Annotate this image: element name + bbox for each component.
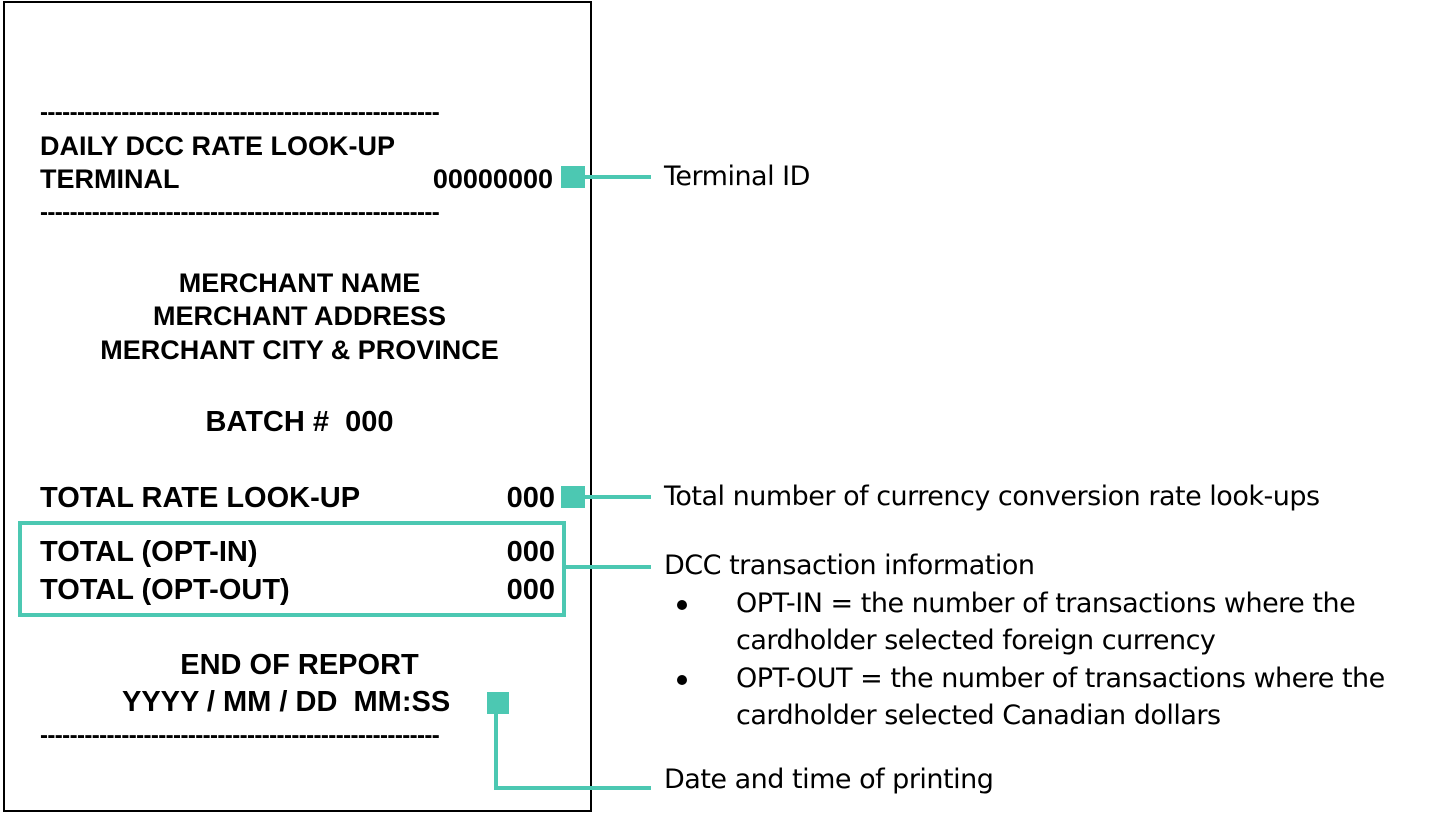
- separator-mid: ----------------------------------------…: [40, 203, 440, 223]
- annotation-optout-line1: OPT-OUT = the number of transactions whe…: [736, 663, 1385, 694]
- datetime-marker: [487, 692, 509, 714]
- merchant-address: MERCHANT ADDRESS: [152, 301, 446, 331]
- annotation-date-time: Date and time of printing: [664, 764, 994, 795]
- separator-top: ----------------------------------------…: [40, 103, 440, 123]
- separator-bottom: ----------------------------------------…: [40, 726, 440, 746]
- annotation-optout-line2: cardholder selected Canadian dollars: [736, 700, 1221, 731]
- merchant-city: MERCHANT CITY & PROVINCE: [100, 335, 499, 365]
- terminal-marker: [561, 166, 585, 188]
- annotation-terminal-id: Terminal ID: [664, 161, 810, 192]
- dcc-connector: [566, 565, 651, 569]
- annotation-optin-line2: cardholder selected foreign currency: [736, 625, 1216, 656]
- receipt: ----------------------------------------…: [3, 1, 592, 812]
- merchant-name: MERCHANT NAME: [178, 268, 421, 298]
- print-datetime: YYYY / MM / DD MM:SS: [122, 686, 451, 718]
- optin-label: TOTAL (OPT-IN): [40, 536, 258, 568]
- total-lookups-marker: [561, 486, 585, 508]
- annotation-total-lookups: Total number of currency conversion rate…: [664, 481, 1320, 512]
- optout-value: 000: [506, 574, 555, 606]
- dcc-highlight-box: [18, 521, 566, 617]
- batch-number: BATCH # 000: [205, 406, 394, 438]
- bullet-optin: [677, 600, 687, 610]
- report-title: DAILY DCC RATE LOOK-UP: [40, 131, 396, 161]
- bullet-optout: [677, 675, 687, 685]
- total-rate-value: 000: [506, 482, 555, 514]
- annotation-dcc-info: DCC transaction information: [664, 550, 1035, 581]
- terminal-value: 00000000: [432, 164, 553, 194]
- optin-value: 000: [506, 536, 555, 568]
- end-of-report: END OF REPORT: [180, 649, 419, 681]
- total-lookups-connector: [585, 495, 651, 499]
- datetime-connector-horizontal: [494, 786, 651, 790]
- terminal-label: TERMINAL: [40, 164, 180, 194]
- total-rate-label: TOTAL RATE LOOK-UP: [40, 482, 361, 514]
- optout-label: TOTAL (OPT-OUT): [40, 574, 290, 606]
- terminal-connector: [585, 175, 651, 179]
- datetime-connector-vertical: [494, 714, 498, 790]
- annotation-optin-line1: OPT-IN = the number of transactions wher…: [736, 588, 1356, 619]
